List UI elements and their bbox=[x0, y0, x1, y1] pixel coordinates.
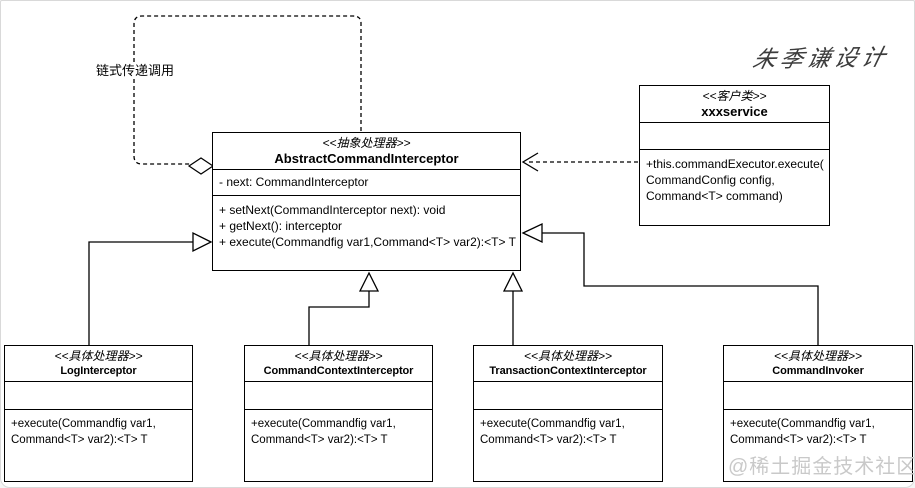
class-methods: +execute(Commandfig var1, Command<T> var… bbox=[5, 410, 192, 481]
class-name: xxxservice bbox=[701, 104, 768, 119]
method-line: Command<T> var2):<T> T bbox=[480, 434, 617, 446]
attribute-line: - next: CommandInterceptor bbox=[219, 175, 369, 189]
class-methods: +execute(Commandfig var1, Command<T> var… bbox=[474, 410, 662, 481]
inheritance-triangle-transactioncontext-icon bbox=[502, 271, 524, 292]
class-box-xxxservice: <<客户类>> xxxservice +this.commandExecutor… bbox=[639, 85, 830, 226]
class-stereotype: <<具体处理器>> bbox=[773, 349, 863, 363]
class-box-abstract-command-interceptor: <<抽象处理器>> AbstractCommandInterceptor - n… bbox=[212, 132, 521, 271]
class-stereotype: <<抽象处理器>> bbox=[322, 136, 411, 150]
method-line: +execute(Commandfig var1, bbox=[251, 418, 396, 430]
class-name: LogInterceptor bbox=[60, 365, 137, 377]
class-title: <<具体处理器>> LogInterceptor bbox=[5, 346, 192, 382]
method-line: +execute(Commandfig var1, bbox=[730, 418, 875, 430]
class-name: CommandContextInterceptor bbox=[263, 365, 414, 377]
method-line: +execute(Commandfig var1, bbox=[480, 418, 625, 430]
method-line: +this.commandExecutor.execute( bbox=[646, 157, 824, 171]
class-attributes bbox=[5, 382, 192, 410]
class-title: <<具体处理器>> CommandInvoker bbox=[724, 346, 912, 382]
class-title: <<具体处理器>> TransactionContextInterceptor bbox=[474, 346, 662, 382]
class-methods: + setNext(CommandInterceptor next): void… bbox=[213, 196, 520, 270]
class-title: <<客户类>> xxxservice bbox=[640, 86, 829, 123]
class-box-transaction-context-interceptor: <<具体处理器>> TransactionContextInterceptor … bbox=[473, 345, 663, 482]
class-stereotype: <<具体处理器>> bbox=[294, 349, 383, 363]
method-line: CommandConfig config, bbox=[646, 173, 775, 187]
class-stereotype: <<具体处理器>> bbox=[54, 349, 143, 363]
inheritance-line-log bbox=[88, 241, 193, 346]
class-attributes bbox=[724, 382, 912, 410]
class-title: <<抽象处理器>> AbstractCommandInterceptor bbox=[213, 133, 520, 170]
inheritance-triangle-commandcontext-icon bbox=[358, 271, 380, 292]
class-attributes: - next: CommandInterceptor bbox=[213, 170, 520, 196]
self-loop-dashed-line bbox=[133, 15, 362, 165]
class-name: CommandInvoker bbox=[772, 365, 864, 377]
method-line: Command<T> var2):<T> T bbox=[11, 434, 148, 446]
designer-signature: 朱季谦设计 bbox=[749, 44, 892, 74]
dependency-open-arrowhead-icon bbox=[521, 152, 539, 172]
inheritance-triangle-log-icon bbox=[192, 231, 213, 253]
inheritance-line-commandinvoker bbox=[542, 232, 819, 346]
method-line: Command<T> var2):<T> T bbox=[251, 434, 388, 446]
chain-call-label: 链式传递调用 bbox=[94, 62, 177, 79]
class-name: AbstractCommandInterceptor bbox=[274, 151, 459, 166]
class-stereotype: <<具体处理器>> bbox=[523, 349, 613, 363]
watermark-text: @稀土掘金技术社区 bbox=[728, 456, 915, 478]
class-methods: +execute(Commandfig var1, Command<T> var… bbox=[245, 410, 432, 481]
class-stereotype: <<客户类>> bbox=[702, 89, 767, 103]
class-box-command-context-interceptor: <<具体处理器>> CommandContextInterceptor +exe… bbox=[244, 345, 433, 482]
class-box-log-interceptor: <<具体处理器>> LogInterceptor +execute(Comman… bbox=[4, 345, 193, 482]
method-line: + setNext(CommandInterceptor next): void bbox=[219, 203, 446, 217]
method-line: + execute(Commandfig var1,Command<T> var… bbox=[219, 235, 516, 249]
inheritance-triangle-commandinvoker-icon bbox=[521, 222, 543, 244]
method-line: Command<T> command) bbox=[646, 189, 783, 203]
inheritance-line-commandcontext bbox=[308, 291, 370, 346]
class-title: <<具体处理器>> CommandContextInterceptor bbox=[245, 346, 432, 382]
method-line: Command<T> var2):<T> T bbox=[730, 434, 867, 446]
method-line: + getNext(): interceptor bbox=[219, 219, 343, 233]
aggregation-diamond-icon bbox=[187, 157, 215, 175]
class-attributes bbox=[640, 123, 829, 150]
class-box-command-invoker: <<具体处理器>> CommandInvoker +execute(Comman… bbox=[723, 345, 913, 482]
class-methods: +execute(Commandfig var1, Command<T> var… bbox=[724, 410, 912, 481]
class-name: TransactionContextInterceptor bbox=[489, 365, 647, 377]
class-attributes bbox=[474, 382, 662, 410]
class-methods: +this.commandExecutor.execute( CommandCo… bbox=[640, 150, 829, 225]
class-attributes bbox=[245, 382, 432, 410]
method-line: +execute(Commandfig var1, bbox=[11, 418, 156, 430]
